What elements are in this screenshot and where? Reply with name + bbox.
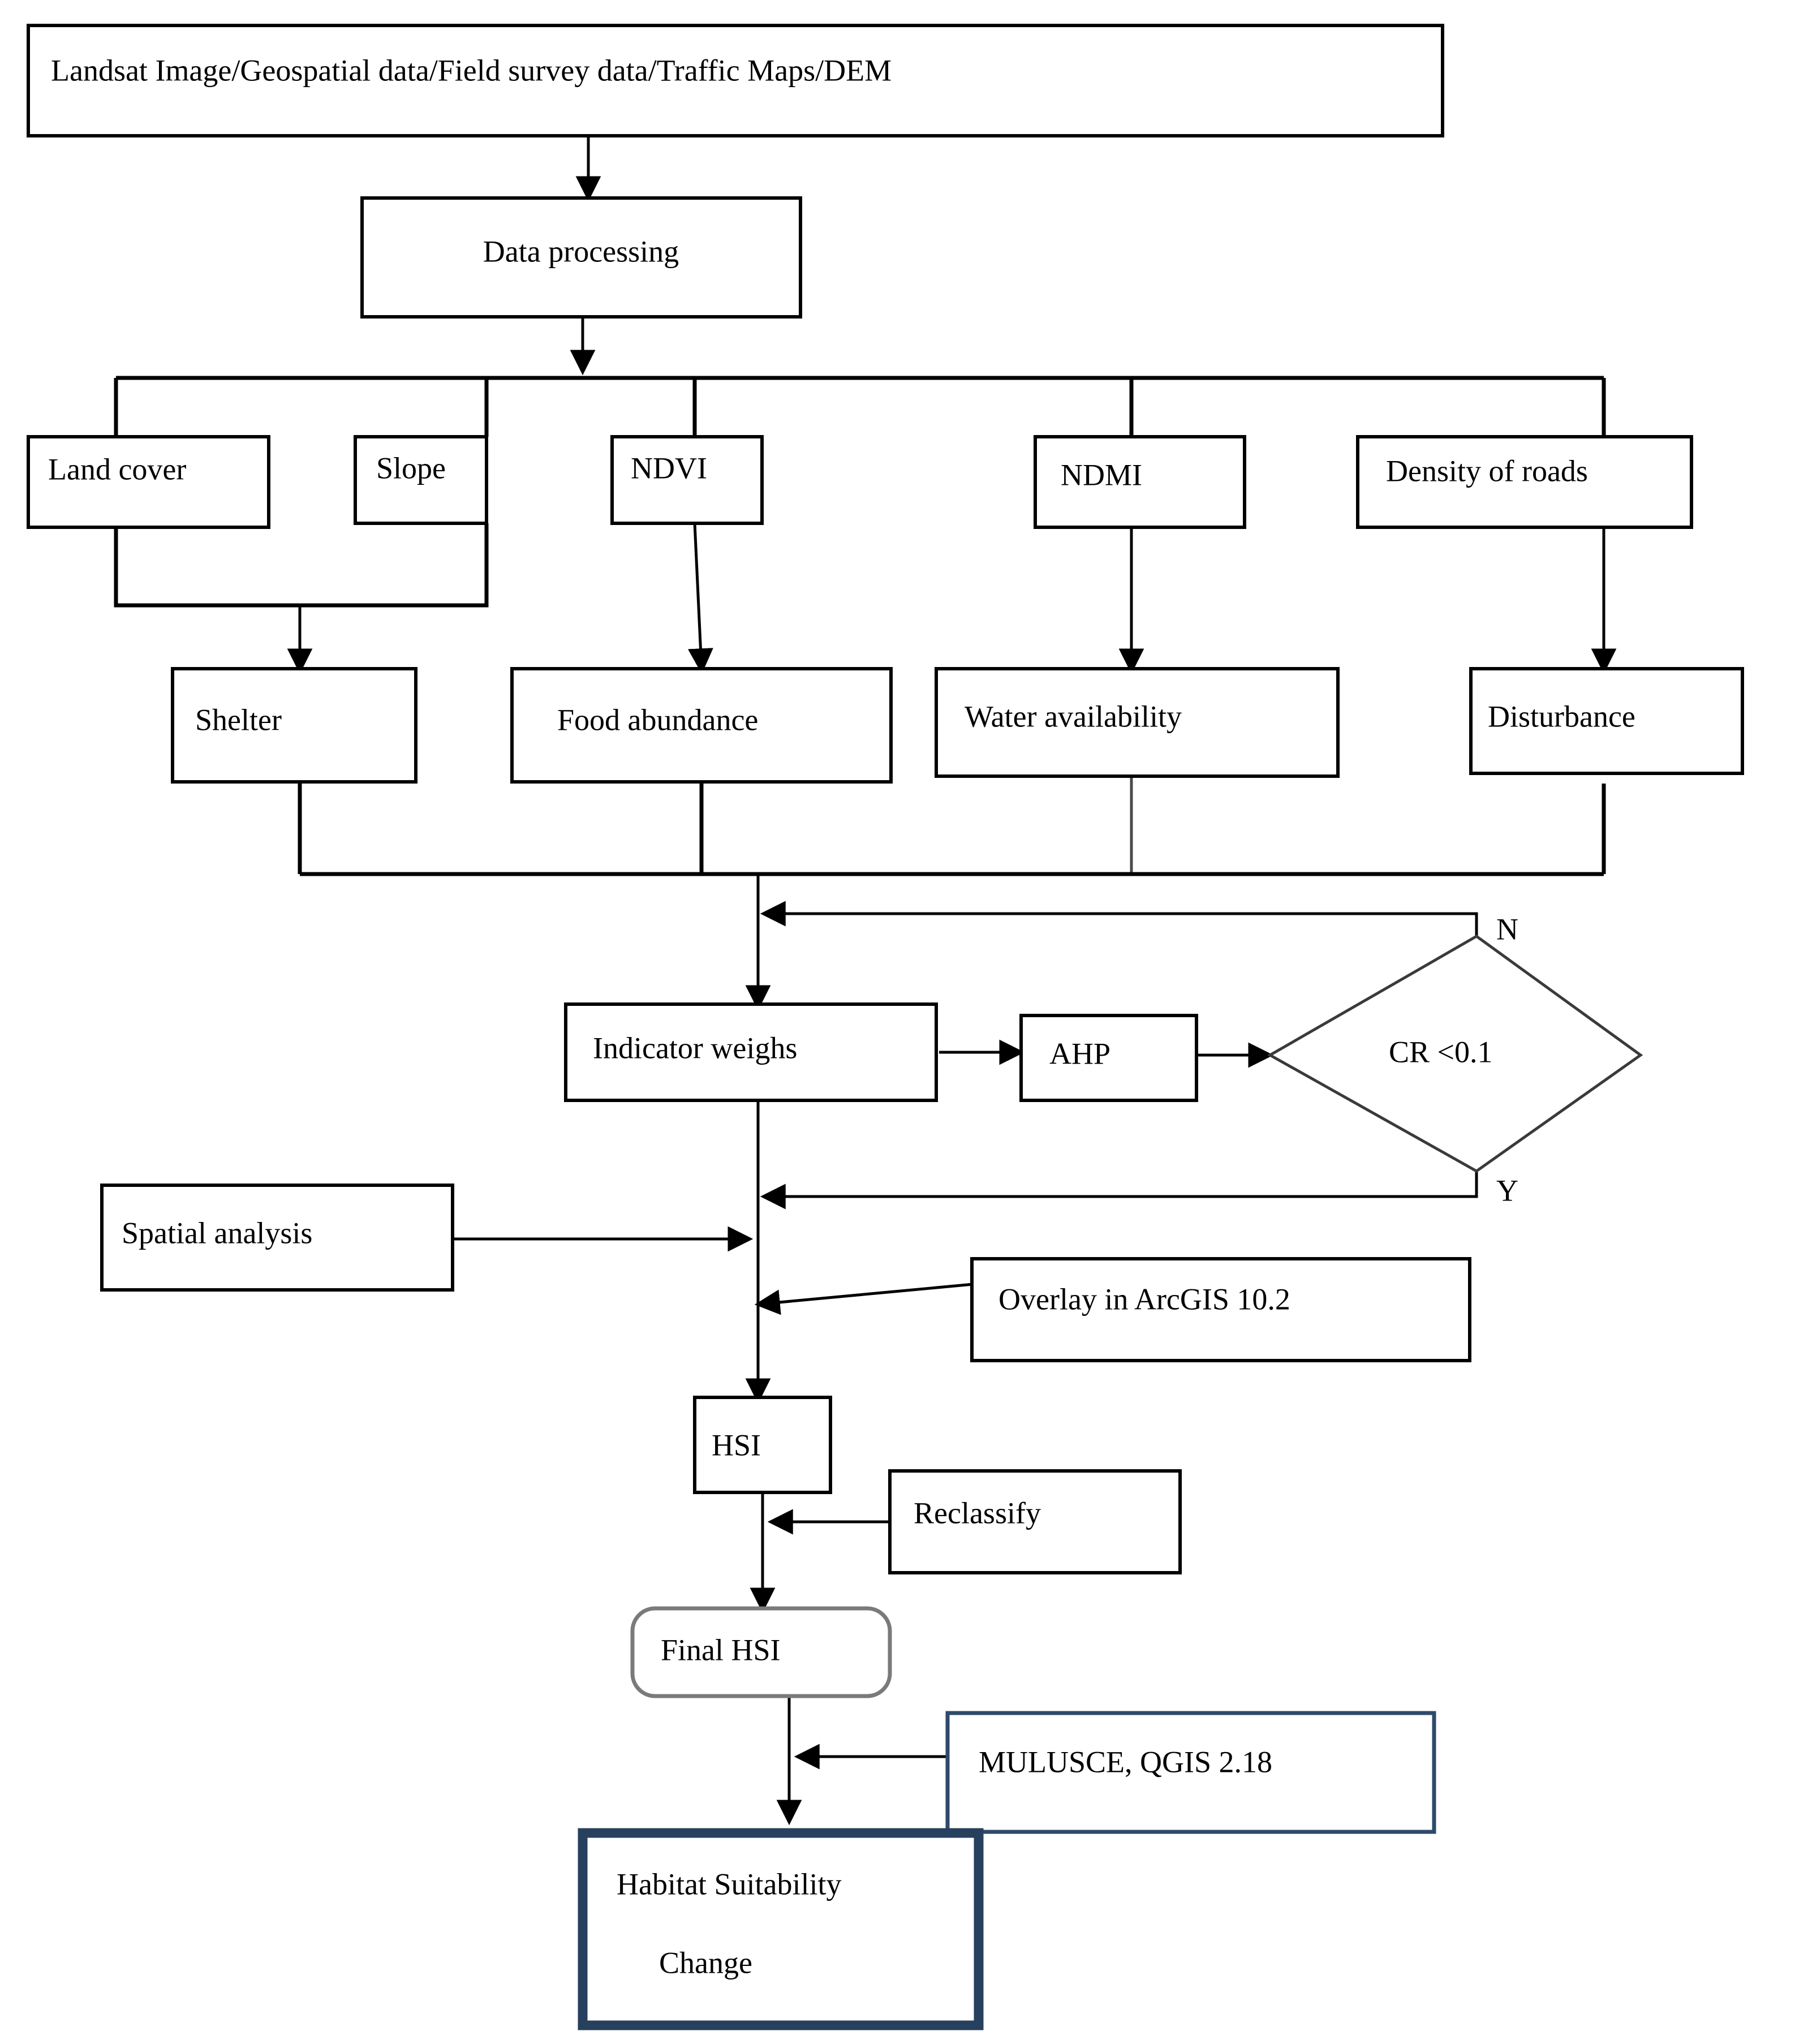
node-reclassify[interactable]: Reclassify bbox=[888, 1469, 1182, 1574]
node-hsi[interactable]: HSI bbox=[693, 1396, 832, 1494]
node-final-hsi[interactable]: Final HSI bbox=[630, 1606, 892, 1698]
density-of-roads-label: Density of roads bbox=[1386, 454, 1588, 488]
data-processing-label: Data processing bbox=[483, 234, 679, 268]
node-spatial-analysis[interactable]: Spatial analysis bbox=[100, 1184, 454, 1292]
edge-yes-branch bbox=[760, 1171, 1478, 1210]
node-data-processing[interactable]: Data processing bbox=[360, 196, 802, 319]
mulusce-label: MULUSCE, QGIS 2.18 bbox=[979, 1745, 1272, 1779]
disturbance-label: Disturbance bbox=[1488, 699, 1635, 733]
indicator-weighs-label: Indicator weighs bbox=[593, 1031, 797, 1065]
ndmi-label: NDMI bbox=[1061, 458, 1142, 492]
node-food-abundance[interactable]: Food abundance bbox=[510, 667, 893, 784]
node-disturbance[interactable]: Disturbance bbox=[1469, 667, 1744, 775]
water-availability-label: Water availability bbox=[965, 699, 1182, 733]
node-slope[interactable]: Slope bbox=[354, 435, 488, 525]
merge-landcover-slope bbox=[114, 523, 489, 608]
final-hsi-label: Final HSI bbox=[661, 1633, 781, 1667]
node-habitat-suitability-change[interactable]: Habitat Suitability Change bbox=[578, 1828, 984, 2030]
node-land-cover[interactable]: Land cover bbox=[27, 435, 270, 529]
habitat-line-1: Habitat Suitability bbox=[617, 1867, 841, 1901]
node-overlay-arcgis[interactable]: Overlay in ArcGIS 10.2 bbox=[970, 1257, 1471, 1362]
node-shelter[interactable]: Shelter bbox=[171, 667, 417, 784]
food-abundance-label: Food abundance bbox=[557, 703, 758, 737]
ahp-label: AHP bbox=[1049, 1036, 1110, 1070]
shelter-label: Shelter bbox=[195, 703, 282, 737]
input-data-label: Landsat Image/Geospatial data/Field surv… bbox=[51, 53, 892, 87]
node-indicator-weighs[interactable]: Indicator weighs bbox=[564, 1002, 938, 1102]
edge-label-yes: Y bbox=[1496, 1173, 1518, 1207]
edge-overlay-to-spine bbox=[754, 1283, 974, 1315]
overlay-label: Overlay in ArcGIS 10.2 bbox=[998, 1282, 1290, 1316]
edge-label-no: N bbox=[1496, 912, 1518, 946]
spatial-analysis-label: Spatial analysis bbox=[122, 1216, 312, 1250]
node-ndmi[interactable]: NDMI bbox=[1034, 435, 1246, 529]
node-water-availability[interactable]: Water availability bbox=[935, 667, 1340, 778]
node-ahp[interactable]: AHP bbox=[1019, 1014, 1198, 1102]
edge-ndvi-to-food bbox=[687, 523, 713, 674]
habitat-line-2: Change bbox=[659, 1946, 752, 1980]
node-input-data[interactable]: Landsat Image/Geospatial data/Field surv… bbox=[27, 24, 1444, 137]
edge-no-feedback bbox=[760, 901, 1478, 936]
node-mulusce-qgis[interactable]: MULUSCE, QGIS 2.18 bbox=[945, 1711, 1436, 1834]
node-ndvi[interactable]: NDVI bbox=[610, 435, 764, 525]
land-cover-label: Land cover bbox=[48, 452, 186, 486]
cr-decision-label: CR <0.1 bbox=[1389, 1035, 1493, 1069]
node-cr-decision[interactable]: CR <0.1 bbox=[1267, 935, 1643, 1173]
hsi-label: HSI bbox=[712, 1428, 761, 1462]
ndvi-label: NDVI bbox=[631, 451, 707, 485]
slope-label: Slope bbox=[376, 451, 446, 485]
node-density-of-roads[interactable]: Density of roads bbox=[1356, 435, 1693, 529]
reclassify-label: Reclassify bbox=[914, 1496, 1041, 1530]
